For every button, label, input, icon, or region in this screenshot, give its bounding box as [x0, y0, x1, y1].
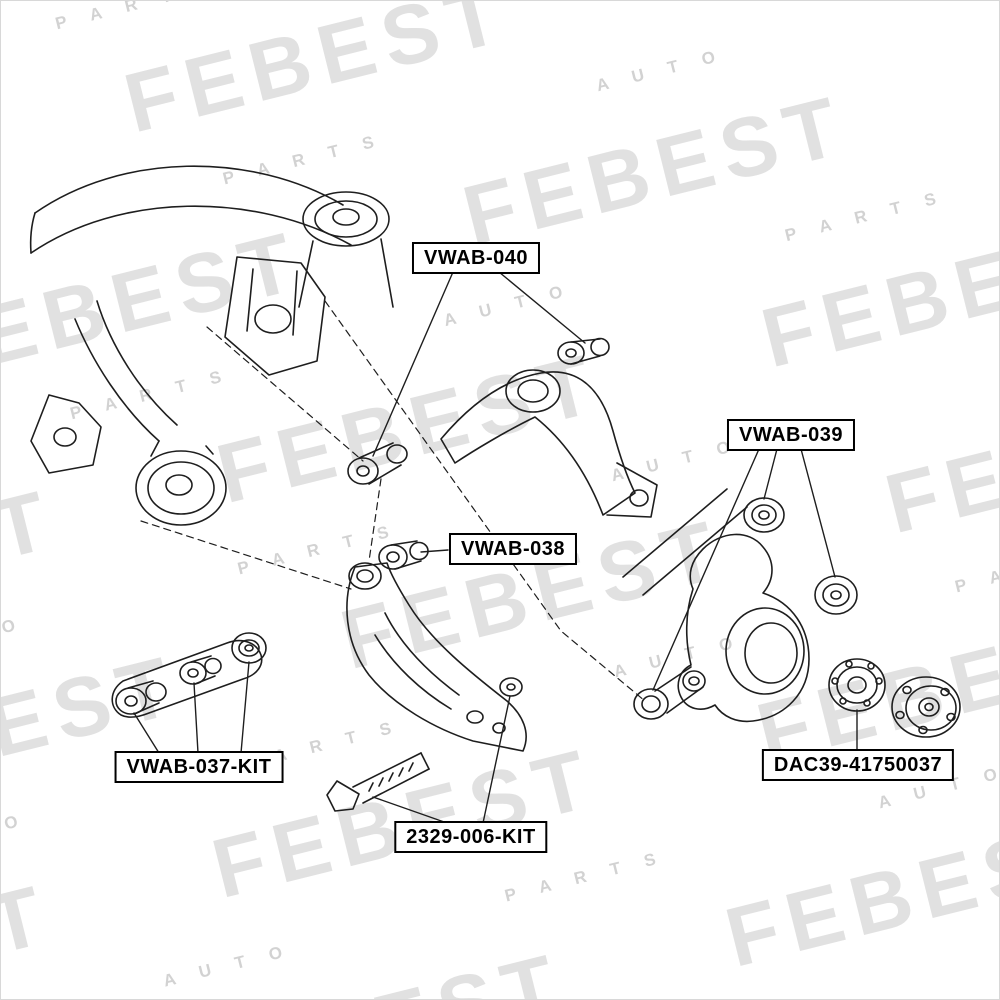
subframe-drawing: [29, 165, 394, 526]
trailing-arm-eye-bushing: [231, 632, 267, 664]
subframe-top-bushing: [302, 191, 390, 247]
knuckle-pointer-lines: [622, 488, 748, 596]
bearing-drawing: [828, 658, 886, 712]
knuckle-side-bushing: [814, 575, 858, 615]
leader-vwab-038: [420, 549, 449, 553]
vwab-038-bushing-drawing: [378, 540, 429, 570]
upper-arm-top-bushing: [557, 337, 610, 365]
bolt-drawing: [326, 752, 430, 812]
leader-lines: [133, 271, 858, 824]
knuckle-top-bushing: [743, 497, 785, 533]
bearing-hub-drawing: [828, 658, 961, 738]
label-vwab-039: VWAB-039: [726, 419, 856, 451]
leader-vwab-039: [652, 448, 836, 691]
trailing-arm-drawing: [111, 632, 267, 718]
lower-control-arm-drawing: [326, 562, 527, 812]
trailing-arm-middle-bushing: [179, 655, 222, 685]
upper-control-arm-drawing: [347, 337, 658, 518]
leader-2329-006-kit: [372, 695, 511, 824]
label-dac39-41750037: DAC39-41750037: [761, 749, 955, 781]
upper-arm-left-bushing: [347, 442, 408, 485]
label-vwab-038: VWAB-038: [448, 533, 578, 565]
label-vwab-037-kit: VWAB-037-KIT: [114, 751, 284, 783]
label-vwab-040: VWAB-040: [411, 242, 541, 274]
label-2329-006-kit: 2329-006-KIT: [394, 821, 548, 853]
washer-drawing: [499, 677, 523, 697]
hub-drawing: [891, 676, 961, 738]
leader-vwab-037-kit: [133, 661, 250, 754]
knuckle-lower-bushings: [633, 666, 706, 720]
knuckle-drawing: [622, 488, 858, 723]
leader-vwab-040: [372, 271, 586, 457]
trailing-arm-left-bushing: [115, 680, 167, 715]
subframe-big-bushing: [135, 450, 227, 526]
assembly-axis-lines: [140, 300, 646, 702]
